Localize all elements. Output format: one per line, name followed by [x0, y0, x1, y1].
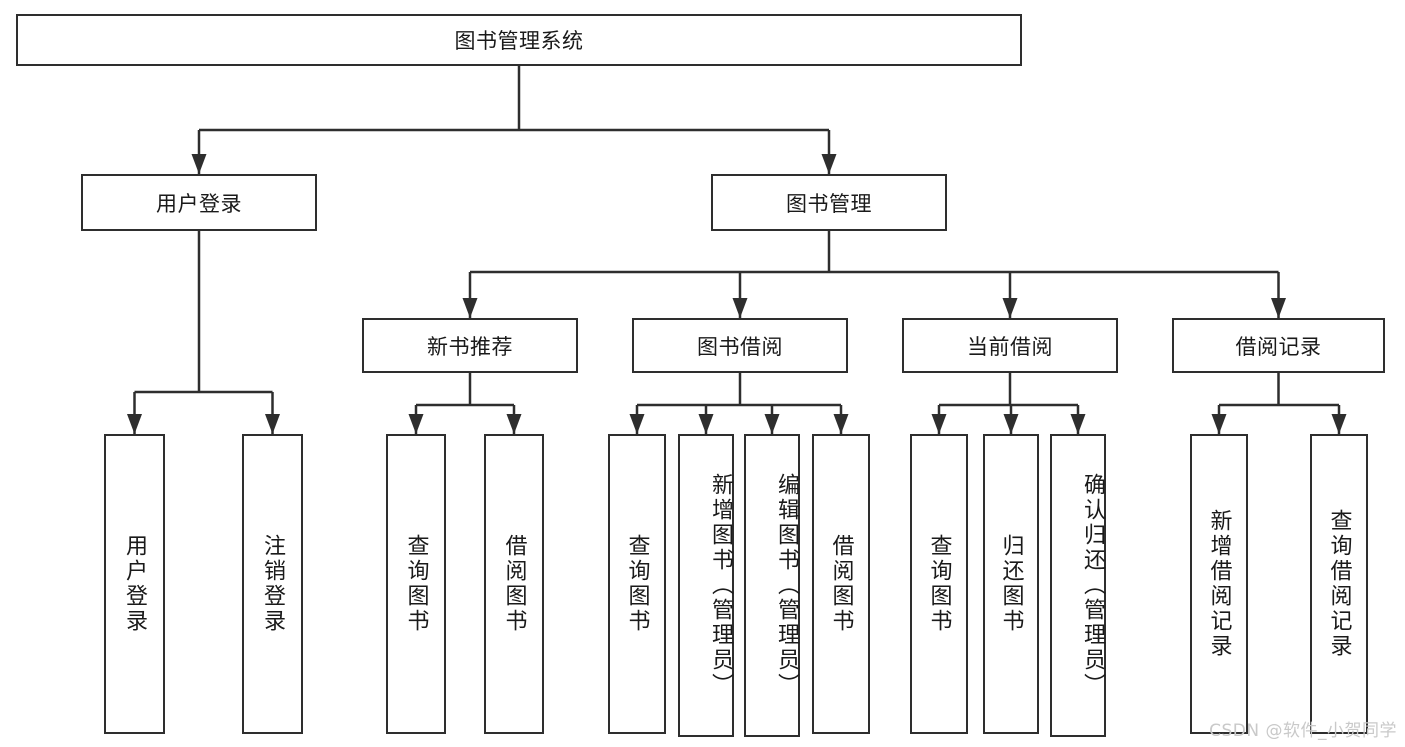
node-borrow-record[interactable]: 借阅记录: [1172, 318, 1385, 373]
node-label: 查询图书: [624, 534, 650, 634]
node-current-borrow[interactable]: 当前借阅: [902, 318, 1118, 373]
node-leaf-logout[interactable]: 注销登录: [242, 434, 303, 734]
node-book-manage[interactable]: 图书管理: [711, 174, 947, 231]
node-label: 注销登录: [260, 534, 286, 634]
node-label: 查询借阅记录: [1326, 509, 1352, 659]
node-label: 查询图书: [403, 534, 429, 634]
node-leaf-query-book-1[interactable]: 查询图书: [386, 434, 446, 734]
node-label: 借阅记录: [1235, 334, 1322, 359]
node-leaf-query-book-3[interactable]: 查询图书: [910, 434, 968, 734]
node-leaf-confirm-return[interactable]: 确认归还（管理员）: [1050, 434, 1106, 737]
node-label: 新增借阅记录: [1206, 509, 1232, 659]
node-leaf-borrow-book-1[interactable]: 借阅图书: [484, 434, 544, 734]
node-label: 编辑图书（管理员）: [774, 473, 799, 698]
node-label: 用户登录: [122, 534, 148, 634]
node-leaf-add-borrow-record[interactable]: 新增借阅记录: [1190, 434, 1248, 734]
node-leaf-query-book-2[interactable]: 查询图书: [608, 434, 666, 734]
node-leaf-borrow-book-2[interactable]: 借阅图书: [812, 434, 870, 734]
node-root[interactable]: 图书管理系统: [16, 14, 1022, 66]
node-label: 查询图书: [926, 534, 952, 634]
node-leaf-edit-book[interactable]: 编辑图书（管理员）: [744, 434, 800, 737]
node-label: 图书管理系统: [454, 29, 584, 53]
node-leaf-user-login[interactable]: 用户登录: [104, 434, 165, 734]
node-label: 当前借阅: [967, 334, 1053, 359]
node-leaf-query-borrow-record[interactable]: 查询借阅记录: [1310, 434, 1368, 734]
node-new-book-recommend[interactable]: 新书推荐: [362, 318, 578, 373]
node-label: 归还图书: [998, 534, 1024, 634]
node-leaf-return-book[interactable]: 归还图书: [983, 434, 1039, 734]
node-book-borrow[interactable]: 图书借阅: [632, 318, 848, 373]
node-label: 新书推荐: [427, 334, 513, 359]
watermark: CSDN @软件_小贺同学: [1209, 721, 1397, 741]
node-label: 新增图书（管理员）: [708, 473, 733, 698]
node-label: 用户登录: [156, 191, 242, 216]
node-label: 借阅图书: [828, 534, 854, 634]
node-label: 借阅图书: [501, 534, 527, 634]
node-leaf-add-book[interactable]: 新增图书（管理员）: [678, 434, 734, 737]
node-user-login[interactable]: 用户登录: [81, 174, 317, 231]
node-label: 图书管理: [786, 191, 872, 216]
node-label: 图书借阅: [697, 334, 783, 359]
node-label: 确认归还（管理员）: [1080, 473, 1105, 698]
